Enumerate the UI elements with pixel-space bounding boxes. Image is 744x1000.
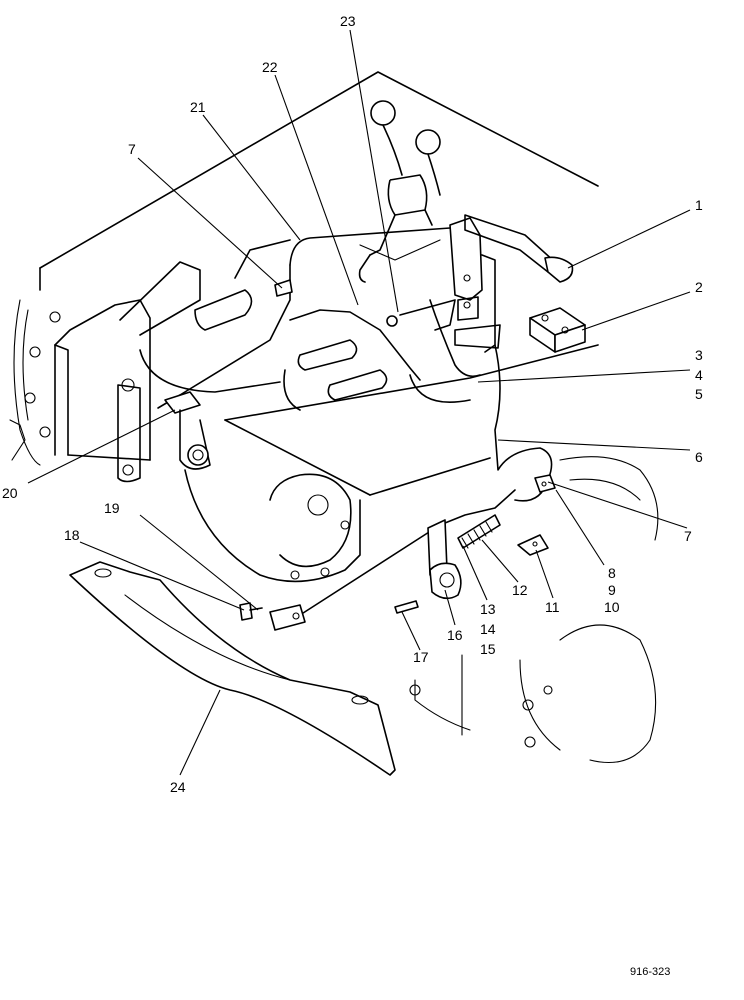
- callout-18: 18: [64, 527, 80, 543]
- clamp-block: [529, 307, 586, 353]
- callout-12: 12: [512, 582, 528, 598]
- handbrake-lever: [449, 214, 574, 353]
- callout-4: 4: [695, 367, 703, 383]
- callout-16: 16: [447, 627, 463, 643]
- drawing-code: 916-323: [630, 966, 670, 978]
- callout-22: 22: [262, 59, 278, 75]
- callout-24: 24: [170, 779, 186, 795]
- lower-bellcrank: [427, 514, 501, 600]
- leader-lines: [27, 29, 691, 776]
- callout-21: 21: [190, 99, 206, 115]
- tractor-body: [9, 71, 659, 764]
- callout-5: 5: [695, 386, 703, 402]
- callout-9: 9: [608, 582, 616, 598]
- callout-13: 13: [480, 601, 496, 617]
- callout-19: 19: [104, 500, 120, 516]
- callout-10: 10: [604, 599, 620, 615]
- callout-1: 1: [695, 197, 703, 213]
- callout-6: 6: [695, 449, 703, 465]
- bolt: [239, 602, 263, 621]
- callout-8: 8: [608, 565, 616, 581]
- callout-labels: 1 2 3 4 5 6 7 7 8 9 10 11 12 13 14 15 16…: [2, 13, 703, 795]
- callout-17: 17: [413, 649, 429, 665]
- pin: [394, 600, 419, 614]
- guard-plate: [69, 561, 396, 776]
- gear-levers: [359, 100, 441, 261]
- brake-rods: [157, 227, 556, 631]
- callout-20: 20: [2, 485, 18, 501]
- callout-7-lower: 7: [684, 528, 692, 544]
- callout-14: 14: [480, 621, 496, 637]
- callout-3: 3: [695, 347, 703, 363]
- clip: [517, 534, 549, 556]
- callout-15: 15: [480, 641, 496, 657]
- callout-7-upper: 7: [128, 141, 136, 157]
- callout-23: 23: [340, 13, 356, 29]
- callout-2: 2: [695, 279, 703, 295]
- callout-11: 11: [545, 599, 560, 615]
